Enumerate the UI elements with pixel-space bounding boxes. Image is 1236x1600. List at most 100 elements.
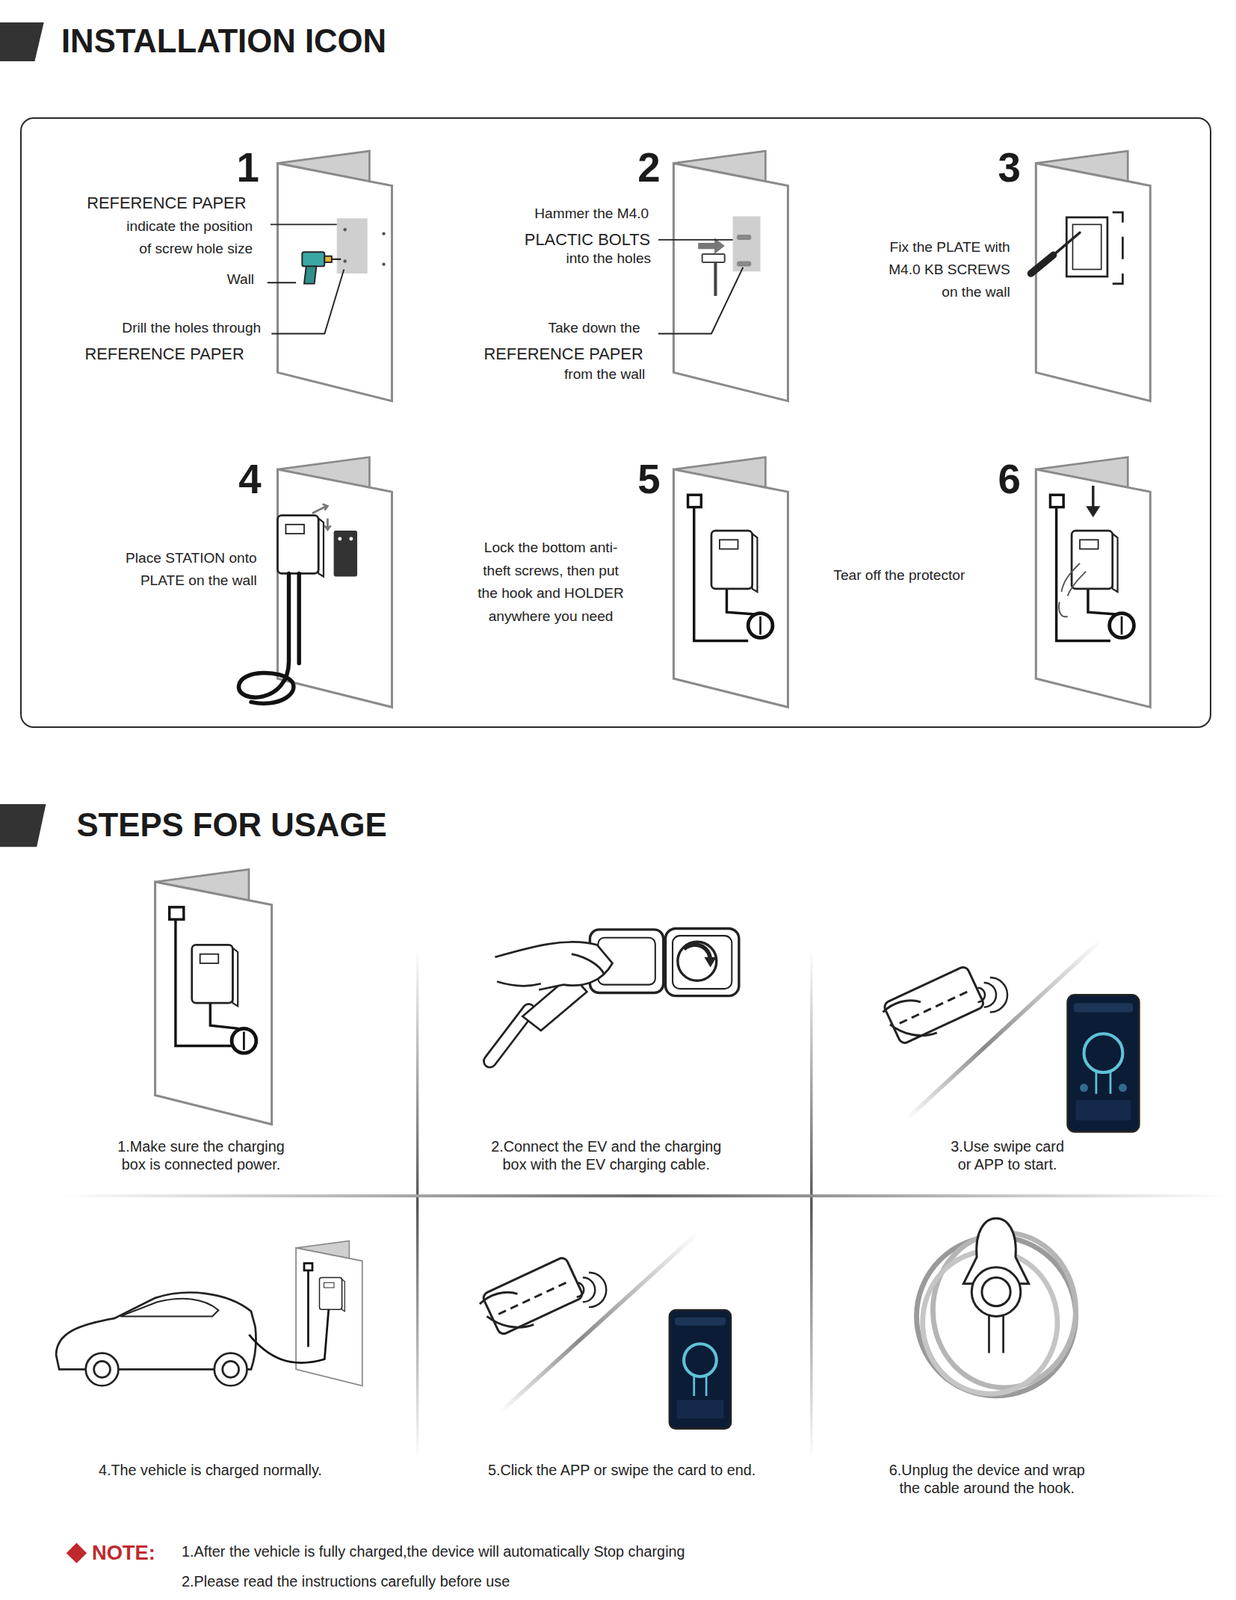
down-arrow — [1085, 485, 1100, 518]
wall-page — [277, 457, 393, 708]
step-number: 3 — [997, 143, 1022, 193]
wall-page — [1035, 457, 1151, 708]
coiled-cable — [922, 1250, 1058, 1394]
reference-paper — [381, 231, 385, 235]
section-heading: INSTALLATION ICON — [61, 21, 388, 61]
wall-page — [277, 150, 393, 402]
plug-holder — [988, 1314, 1003, 1354]
mounting-plate — [312, 504, 358, 577]
hammer-icon — [702, 254, 725, 296]
charging-station — [319, 1277, 345, 1312]
charging-station — [1071, 530, 1118, 592]
cable-holder — [1049, 494, 1064, 507]
charging-station — [192, 944, 238, 1006]
reference-paper — [337, 218, 368, 274]
charging-cable — [248, 1309, 329, 1364]
callout-text: indicate the position of screw hole size — [125, 215, 253, 261]
charging-cable — [248, 1262, 329, 1363]
screwdriver-icon — [1053, 232, 1081, 255]
phone-app — [669, 1309, 731, 1429]
car-outline — [214, 1353, 248, 1387]
charging-station — [277, 515, 324, 577]
step-caption: 1.Make sure the charging box is connecte… — [117, 1138, 285, 1174]
wall-page — [1035, 150, 1151, 402]
step-caption: 2.Connect the EV and the charging box wi… — [490, 1138, 722, 1174]
car-outline — [85, 1353, 119, 1387]
swipe-card — [882, 1000, 937, 1036]
hammer-icon — [702, 254, 725, 263]
drill-icon — [324, 256, 332, 263]
car-outline — [222, 1360, 240, 1378]
callout-text: Tear off the protector — [833, 567, 966, 585]
callout-text: Place STATION onto PLATE on the wall — [125, 547, 258, 593]
grid-line — [416, 949, 419, 1460]
phone-app — [1096, 1071, 1111, 1095]
callout-text: Drill the holes through — [121, 319, 261, 338]
mounting-plate — [1112, 212, 1124, 284]
leader-line — [267, 224, 344, 334]
callout-text: into the holes — [564, 250, 651, 268]
cable-holder — [726, 587, 755, 615]
swipe-card — [479, 1256, 607, 1336]
wall-page — [673, 150, 788, 402]
cable-holder — [688, 494, 702, 507]
mounting-plate — [348, 536, 353, 541]
car-outline — [120, 1298, 219, 1317]
wall-page — [1035, 457, 1151, 708]
hand-with-plug — [494, 941, 613, 990]
phone-app — [683, 1343, 717, 1377]
plug-holder — [981, 1277, 1011, 1307]
charging-port — [703, 957, 716, 968]
cable-holder — [748, 613, 773, 639]
phone-app — [677, 1399, 725, 1419]
mounting-plate — [337, 536, 342, 541]
step-caption: 5.Click the APP or swipe the card to end… — [487, 1461, 757, 1480]
wall-page — [673, 457, 788, 708]
hand-icon — [1058, 563, 1086, 618]
reference-paper — [697, 215, 760, 272]
step-number: 5 — [636, 455, 661, 505]
cable-holder — [169, 907, 184, 920]
phone-app — [1067, 994, 1140, 1132]
callout-text: from the wall — [562, 366, 645, 384]
charging-cable — [296, 573, 301, 663]
wall-page — [673, 150, 788, 402]
callout-text: Wall — [225, 271, 255, 289]
charging-cable — [304, 1262, 313, 1271]
grid-line — [810, 949, 813, 1460]
leader-line — [658, 239, 734, 241]
step-number: 2 — [636, 143, 661, 193]
charging-port — [665, 928, 740, 997]
swipe-card — [882, 965, 1008, 1045]
drill-icon — [331, 258, 341, 261]
step-number: 6 — [997, 455, 1022, 505]
note-label: NOTE: — [91, 1540, 157, 1566]
mounting-plate — [1072, 224, 1101, 270]
phone-app — [694, 1376, 707, 1396]
mounting-plate — [334, 530, 358, 577]
part-label: REFERENCE PAPER — [83, 344, 245, 364]
screwdriver-icon — [1030, 254, 1053, 274]
note-text: 1.After the vehicle is fully charged,the… — [181, 1543, 687, 1562]
down-arrow — [1085, 505, 1100, 518]
wall-page — [673, 457, 788, 708]
charging-cable — [307, 1270, 310, 1347]
step-caption: 6.Unplug the device and wrap the cable a… — [888, 1461, 1086, 1498]
charging-station — [1071, 530, 1118, 592]
phone-app — [1079, 1083, 1089, 1092]
down-arrow — [1091, 485, 1095, 509]
mounting-plate — [324, 518, 331, 530]
phone-app — [674, 1317, 726, 1326]
step-number: 1 — [236, 143, 261, 193]
step-caption: 3.Use swipe card or APP to start. — [950, 1138, 1065, 1174]
note-marker — [66, 1543, 87, 1564]
cable-holder — [1088, 587, 1117, 615]
phone-app — [1076, 1099, 1132, 1121]
drill-icon — [301, 251, 341, 284]
section-heading: STEPS FOR USAGE — [76, 805, 388, 845]
part-label: REFERENCE PAPER — [482, 344, 644, 364]
reference-paper — [343, 259, 346, 263]
hand-icon — [1058, 563, 1086, 618]
cable-holder — [231, 1028, 257, 1053]
phone-app — [1073, 1002, 1133, 1012]
